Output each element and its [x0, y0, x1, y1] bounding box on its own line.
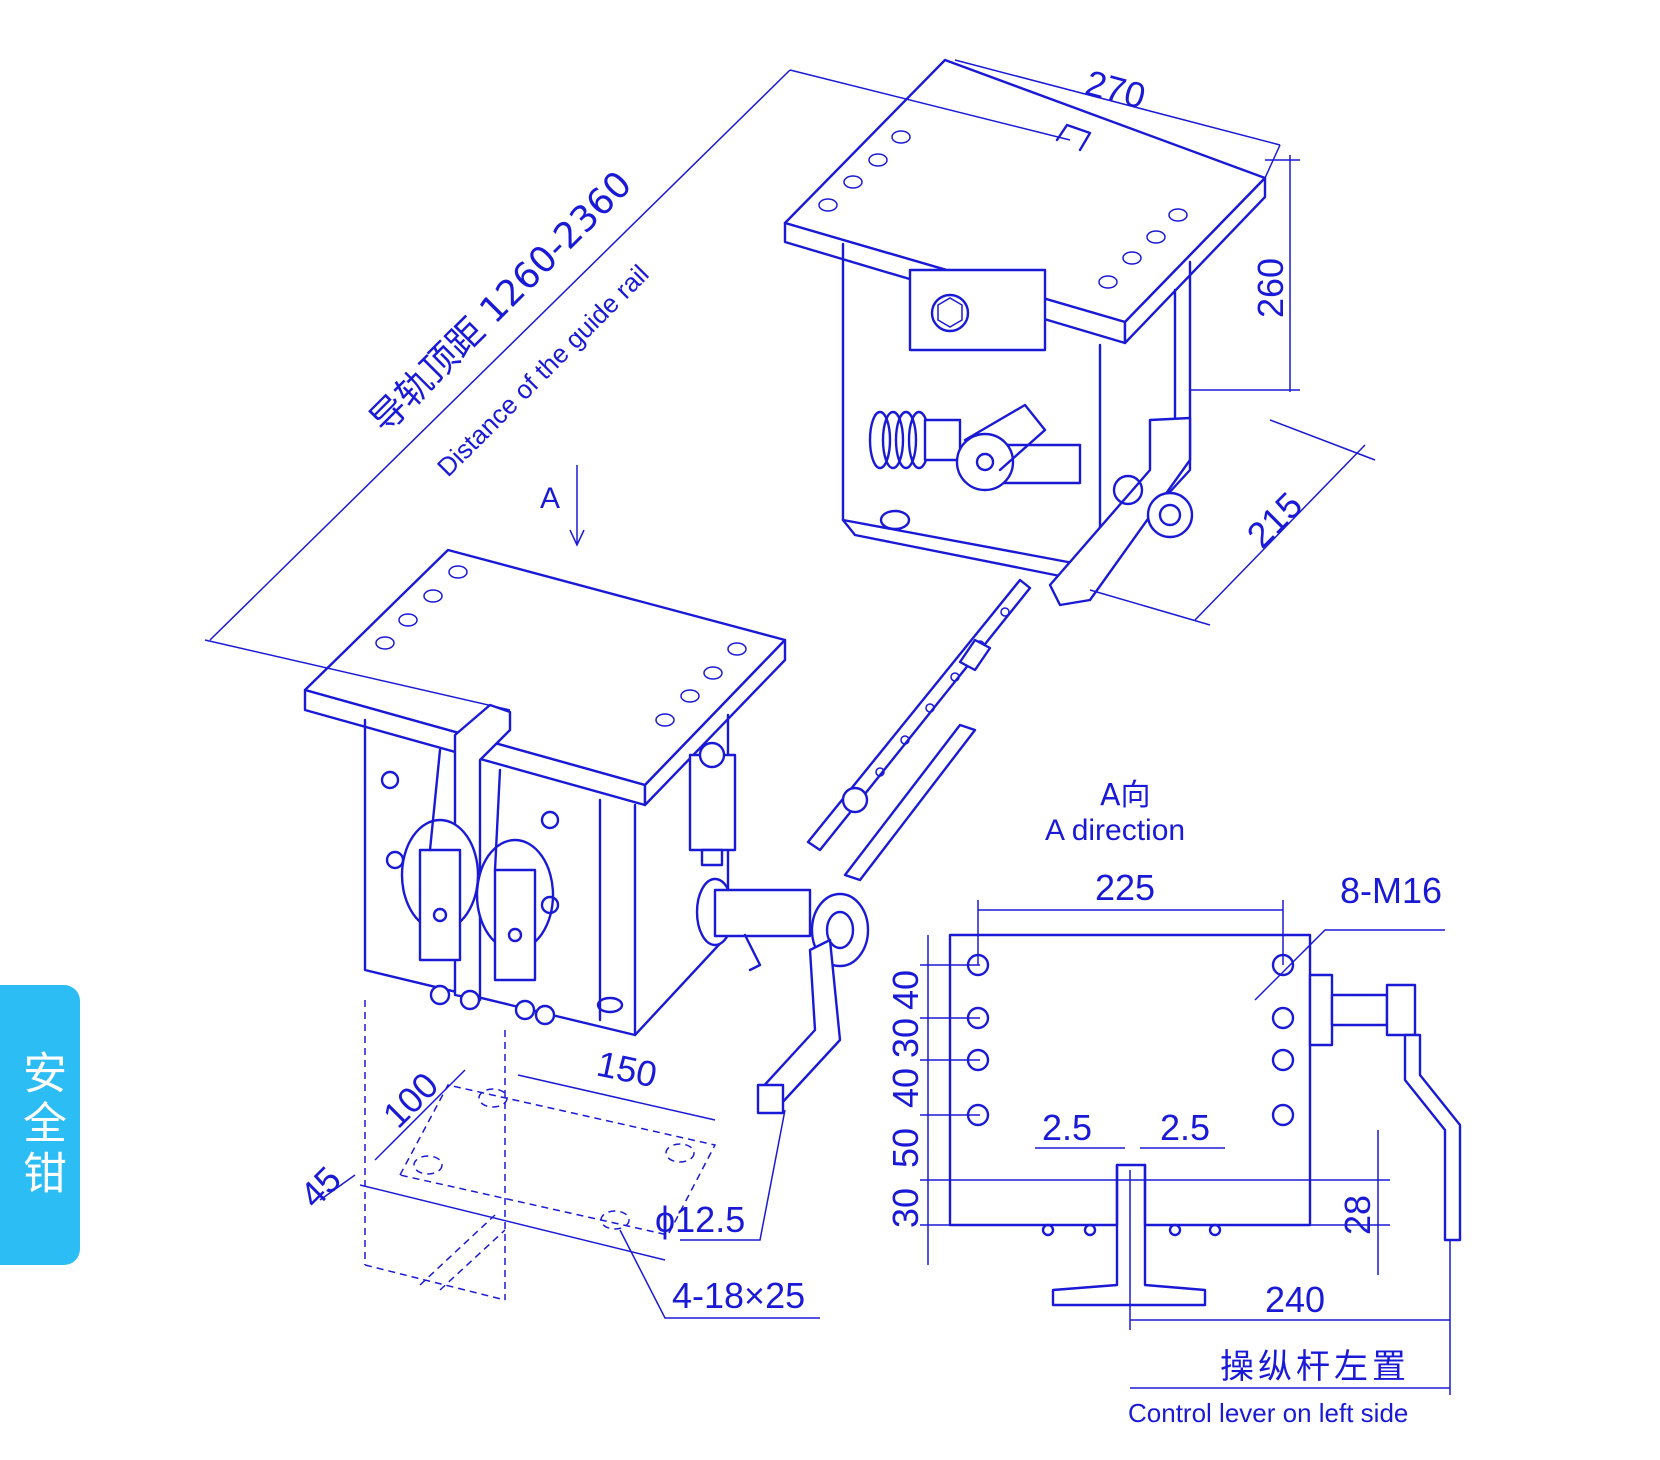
dim-depth: 215 [1239, 484, 1310, 555]
dim-lever-240: 240 [1265, 1279, 1325, 1320]
dim-height: 260 [1250, 258, 1291, 318]
view-title-en: A direction [1045, 814, 1185, 847]
view-marker: A [540, 482, 560, 515]
side-tab-label: 安全钳 [15, 1050, 66, 1200]
dim-v-30a: 30 [885, 1018, 926, 1058]
dim-base-150: 150 [593, 1043, 660, 1096]
front-safety-gear [303, 548, 870, 1115]
dim-v-30b: 30 [885, 1188, 926, 1228]
dim-v-40b: 40 [885, 1068, 926, 1108]
dim-front-225: 225 [1095, 867, 1155, 908]
dim-slots: 4-18×25 [672, 1275, 805, 1316]
dim-gap-left: 2.5 [1042, 1107, 1092, 1148]
dim-v-40a: 40 [885, 970, 926, 1010]
dim-v-50: 50 [885, 1128, 926, 1168]
dim-base-100: 100 [375, 1064, 446, 1135]
dim-hole-dia: ϕ12.5 [655, 1199, 745, 1240]
dimension-lines [204, 59, 1376, 1319]
a-view-dimension-lines [920, 900, 1451, 1395]
dim-gap-right: 2.5 [1160, 1107, 1210, 1148]
base-plan [364, 1000, 717, 1301]
linkage-rod [806, 578, 1032, 882]
side-tab: 安全钳 [0, 985, 80, 1265]
dim-bolts: 8-M16 [1340, 870, 1442, 911]
dim-rail-distance-en: Distance of the guide rail [431, 259, 655, 483]
rear-safety-gear [783, 58, 1267, 607]
lever-note-en: Control lever on left side [1128, 1398, 1408, 1428]
dim-base-45: 45 [292, 1158, 349, 1215]
lever-note-cn: 操纵杆左置 [1220, 1347, 1410, 1387]
view-title-cn: A向 [1100, 778, 1151, 813]
dim-right-28: 28 [1337, 1195, 1378, 1235]
dim-top-width: 270 [1081, 62, 1150, 117]
